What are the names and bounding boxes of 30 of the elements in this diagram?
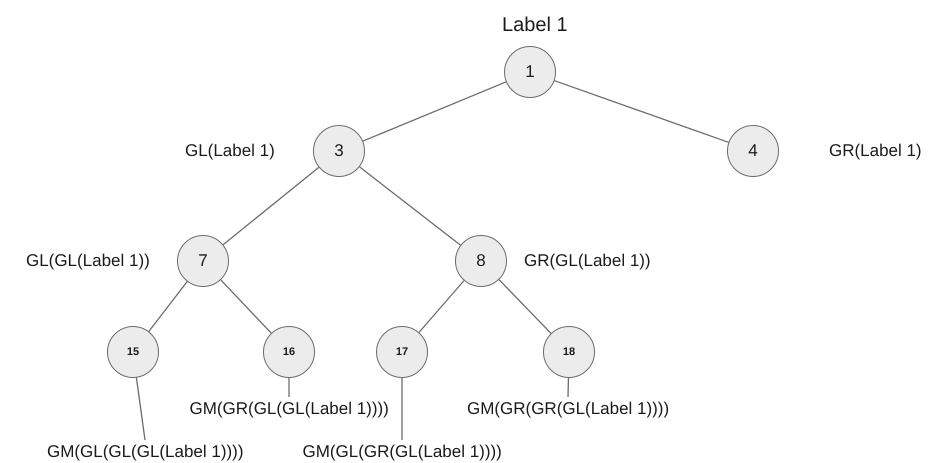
leader-line	[567, 378, 570, 398]
tree-node-circle: 7	[177, 235, 229, 287]
tree-node-circle: 4	[727, 125, 779, 177]
node-annotation: GR(GL(Label 1))	[524, 251, 651, 271]
tree-edge	[148, 281, 188, 332]
tree-node-circle: 18	[543, 326, 595, 378]
node-label: GM(GR(GL(GL(Label 1))))	[190, 399, 389, 419]
tree-edge	[222, 166, 320, 246]
node-annotation: Label 1	[502, 15, 568, 35]
tree-node-circle: 8	[455, 235, 507, 287]
leader-line	[136, 378, 146, 440]
tree-node-circle: 1	[504, 46, 556, 98]
leader-line	[401, 378, 403, 440]
node-label: GM(GL(GL(GL(Label 1))))	[47, 442, 244, 462]
leader-line	[288, 378, 290, 397]
node-annotation: GL(Label 1)	[185, 141, 275, 161]
node-label: GM(GL(GR(GL(Label 1))))	[302, 442, 502, 462]
tree-node-circle: 3	[313, 125, 365, 177]
node-annotation: GL(GL(Label 1))	[26, 251, 150, 271]
tree-edge	[220, 279, 272, 334]
node-label: GM(GR(GR(GL(Label 1))))	[467, 399, 670, 419]
tree-edge	[362, 81, 506, 142]
tree-edge	[498, 279, 552, 334]
tree-node-circle: 17	[376, 326, 428, 378]
tree-edge	[359, 166, 461, 246]
tree-edge	[554, 80, 729, 143]
tree-node-circle: 15	[107, 326, 159, 378]
tree-edge	[418, 280, 464, 333]
tree-node-circle: 16	[263, 326, 315, 378]
node-annotation: GR(Label 1)	[829, 141, 922, 161]
